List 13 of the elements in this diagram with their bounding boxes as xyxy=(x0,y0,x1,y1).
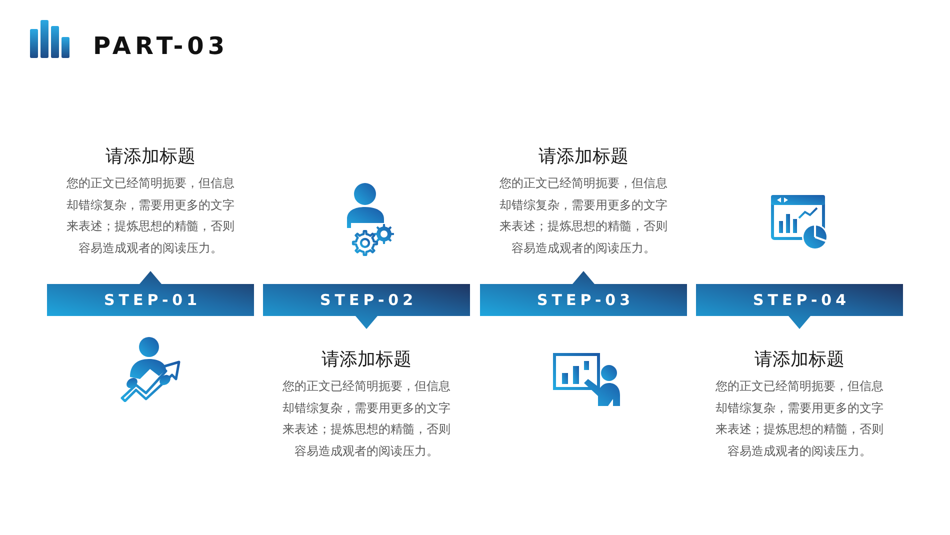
step-heading: 请添加标题 xyxy=(538,146,628,168)
step-heading: 请添加标题 xyxy=(322,349,412,371)
page-title: PART-03 xyxy=(93,31,229,62)
step-label: STEP-03 xyxy=(536,291,634,309)
step-heading: 请添加标题 xyxy=(754,349,844,371)
step-label: STEP-02 xyxy=(318,291,418,309)
step-description: 您的正文已经简明扼要，但信息却错综复杂，需要用更多的文字来表述；提炼思想的精髓，否则容易造成观者的阅读压力。 xyxy=(282,378,452,460)
step-label: STEP-04 xyxy=(752,291,850,309)
step-label: STEP-01 xyxy=(102,291,202,309)
step-description: 您的正文已经简明扼要，但信息却错综复杂，需要用更多的文字来表述；提炼思想的精髓，否则容易造成观者的阅读压力。 xyxy=(66,175,236,256)
step-heading: 请添加标题 xyxy=(106,146,196,168)
step-description: 您的正文已经简明扼要，但信息却错综复杂，需要用更多的文字来表述；提炼思想的精髓，否则容易造成观者的阅读压力。 xyxy=(498,175,668,256)
step-description: 您的正文已经简明扼要，但信息却错综复杂，需要用更多的文字来表述；提炼思想的精髓，否则容易造成观者的阅读压力。 xyxy=(714,378,884,460)
